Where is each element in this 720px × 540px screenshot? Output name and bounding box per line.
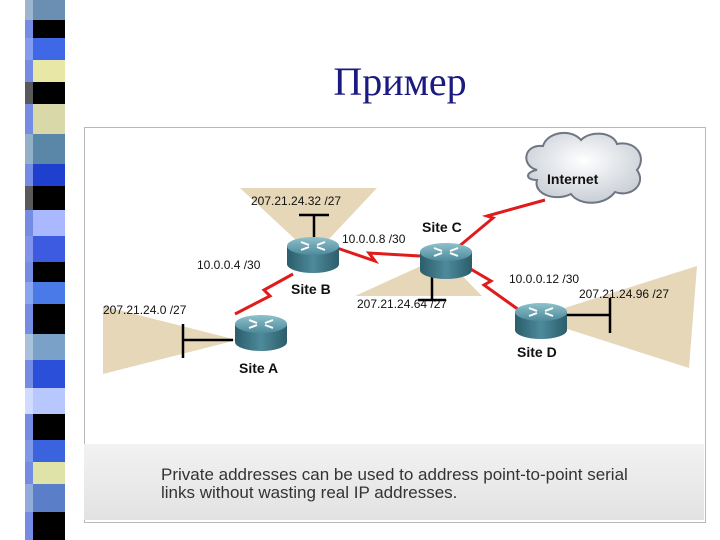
ethernet-line-site-b (299, 213, 329, 240)
ethernet-line-site-d (567, 298, 612, 333)
site-a-label: Site A (239, 360, 278, 376)
caption-text: Private addresses can be used to address… (161, 466, 628, 502)
site-c-label: Site C (422, 219, 462, 235)
lan-b-address: 207.21.24.32 /27 (251, 194, 341, 208)
serial-link-b-c (336, 246, 421, 264)
site-b-label: Site B (291, 281, 331, 297)
slide-title: Пример (333, 59, 467, 104)
caption-line-2: links without wasting real IP addresses. (161, 483, 458, 502)
site-d-label: Site D (517, 344, 557, 360)
router-site-b (286, 236, 340, 274)
serial-link-c-d (456, 259, 520, 312)
caption-panel: Private addresses can be used to address… (84, 444, 704, 520)
router-site-c (419, 242, 473, 280)
lan-segment-site-b (240, 188, 377, 256)
link-bc-address: 10.0.0.8 /30 (342, 232, 406, 246)
router-site-a (234, 314, 288, 352)
lan-d-address: 207.21.24.96 /27 (579, 287, 669, 301)
serial-link-c-internet (456, 198, 546, 250)
router-site-d (514, 302, 568, 340)
lan-segment-site-a (103, 306, 237, 374)
caption-line-1: Private addresses can be used to address… (161, 465, 628, 484)
ethernet-line-site-a (181, 324, 233, 358)
link-ab-address: 10.0.0.4 /30 (197, 258, 261, 272)
serial-link-a-b (234, 272, 294, 316)
lan-a-address: 207.21.24.0 /27 (103, 303, 187, 317)
lan-c-address: 207.21.24.64 /27 (357, 297, 447, 311)
internet-cloud (525, 131, 642, 204)
link-cd-address: 10.0.0.12 /30 (509, 272, 579, 286)
internet-label: Internet (547, 171, 599, 187)
lan-segment-site-d (533, 266, 697, 368)
decorative-side-stripe (0, 0, 72, 540)
